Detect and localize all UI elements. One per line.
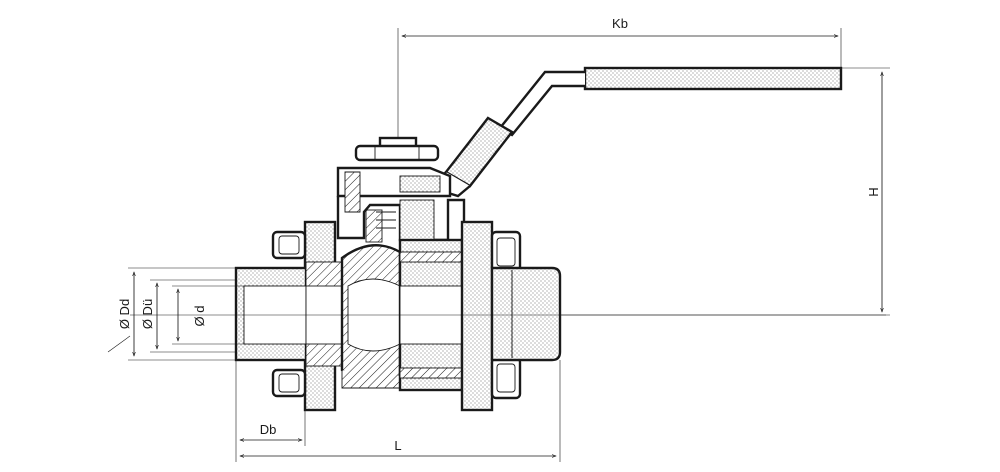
h-label: H (866, 187, 881, 196)
lever-handle (429, 66, 843, 198)
du-label: Ø Dü (140, 299, 155, 329)
stem-nut (336, 136, 452, 213)
db-label: Db (260, 422, 277, 437)
right-socket (490, 266, 562, 362)
dimension-db: Db (235, 360, 306, 462)
dimension-h: H (560, 67, 890, 316)
dimension-kb: Kb (397, 16, 842, 138)
dd-label: Ø Dd (117, 299, 132, 329)
dimension-diameters: Ø Dd Ø Dü Ø d (107, 267, 244, 361)
stem-housing (336, 196, 466, 243)
l-label: L (394, 438, 401, 453)
ball (340, 244, 402, 389)
left-socket (234, 261, 343, 367)
right-flange (460, 220, 522, 412)
kb-label: Kb (612, 16, 628, 31)
d-label: Ø d (192, 306, 207, 327)
dimension-l: L (240, 360, 561, 462)
